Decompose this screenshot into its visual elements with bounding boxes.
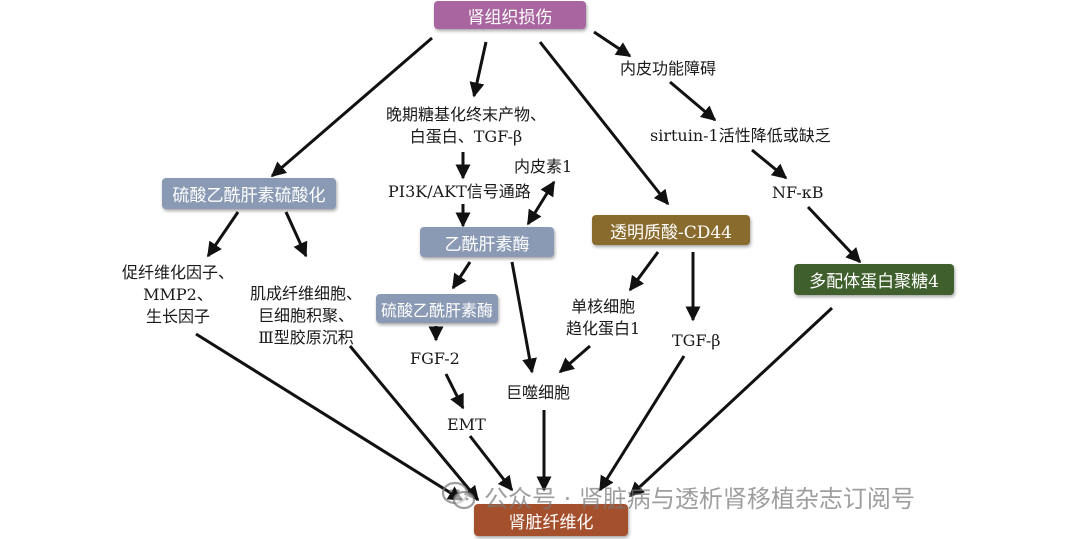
arrow-syndecan-to-fibrosis <box>628 306 834 498</box>
label-profibrotic-line-3: 生长因子 <box>146 307 211 326</box>
label-age-line-1: 晚期糖基化终末产物、 <box>386 105 547 124</box>
label-fgf2: FGF-2 <box>410 349 460 368</box>
label-pi3k: PI3K/AKT信号通路 <box>388 182 531 201</box>
arrow-heparanase-to-hs-enzyme <box>451 261 472 290</box>
watermark: 公众号 · 肾脏病与透析肾移植杂志订阅号 <box>442 478 915 514</box>
label-macrophage: 巨噬细胞 <box>506 383 571 402</box>
arrow-fgf2-to-emt <box>444 373 465 410</box>
arrow-tgfb-to-fibrosis <box>598 355 686 492</box>
arrow-profibrotic-to-fibrosis <box>195 332 464 502</box>
arrow-injury-to-endothelial <box>593 30 632 58</box>
label-endothelial-dysfunction: 内皮功能障碍 <box>620 59 717 78</box>
box-heparan-sulfation: 硫酸乙酰肝素硫酸化 <box>162 178 336 209</box>
arrow-heparan-sulfation-to-profibrotic <box>206 211 240 258</box>
label-endothelin: 内皮素1 <box>514 157 573 176</box>
label-profibrotic-line-1: 促纤维化因子、 <box>122 263 235 282</box>
box-syndecan4: 多配体蛋白聚糖4 <box>794 264 954 295</box>
box-renal-fibrosis: 肾脏纤维化 <box>474 504 628 536</box>
arrow-endothelial-to-sirtuin <box>669 80 717 122</box>
arrow-emt-to-fibrosis <box>468 435 514 492</box>
label-emt: EMT <box>447 415 486 434</box>
label-age-line-2: 白蛋白、TGF-β <box>409 127 523 146</box>
label-fibroblast-line-2: 巨细胞积聚、 <box>258 306 355 325</box>
label-mcp1-group: 单核细胞 趋化蛋白1 <box>566 296 640 340</box>
label-fibroblast-line-3: Ⅲ型胶原沉积 <box>258 328 354 347</box>
label-mcp1-line-2: 趋化蛋白1 <box>566 319 641 338</box>
arrow-hyaluronan-to-mcp1 <box>628 251 660 292</box>
watermark-text: 公众号 · 肾脏病与透析肾移植杂志订阅号 <box>484 484 915 513</box>
arrow-injury-to-age <box>469 41 488 98</box>
label-nfkb: NF-κB <box>772 183 824 202</box>
label-sirtuin: sirtuin-1活性降低或缺乏 <box>650 126 831 145</box>
arrow-endothelin-heparanase <box>526 180 556 226</box>
arrow-injury-to-hyaluronan <box>538 41 670 206</box>
label-fibroblast-group: 肌成纤维细胞、 巨细胞积聚、 Ⅲ型胶原沉积 <box>250 283 362 349</box>
label-profibrotic-group: 促纤维化因子、 MMP2、 生长因子 <box>122 262 234 328</box>
arrow-nfkb-to-syndecan <box>806 205 862 264</box>
box-hyaluronan-cd44: 透明质酸-CD44 <box>592 215 750 245</box>
wechat-icon <box>442 481 476 510</box>
arrow-injury-to-heparan-sulfation <box>270 36 433 178</box>
box-heparanase: 乙酰肝素酶 <box>420 227 554 257</box>
label-tgfb: TGF-β <box>672 331 721 350</box>
arrow-heparan-sulfation-to-fibroblast <box>284 211 308 258</box>
label-profibrotic-line-2: MMP2、 <box>143 285 213 304</box>
label-fibroblast-line-1: 肌成纤维细胞、 <box>250 284 363 303</box>
arrow-fibroblast-to-fibrosis <box>348 345 480 502</box>
arrow-sirtuin-to-nfkb <box>751 148 788 180</box>
arrow-mcp1-to-macrophage <box>558 344 591 374</box>
label-age-group: 晚期糖基化终末产物、 白蛋白、TGF-β <box>386 104 546 148</box>
arrow-heparanase-to-macrophage <box>510 261 537 374</box>
label-mcp1-line-1: 单核细胞 <box>571 297 636 316</box>
box-heparan-sulfate-enzyme: 硫酸乙酰肝素酶 <box>376 294 498 323</box>
box-kidney-injury: 肾组织损伤 <box>434 1 586 29</box>
